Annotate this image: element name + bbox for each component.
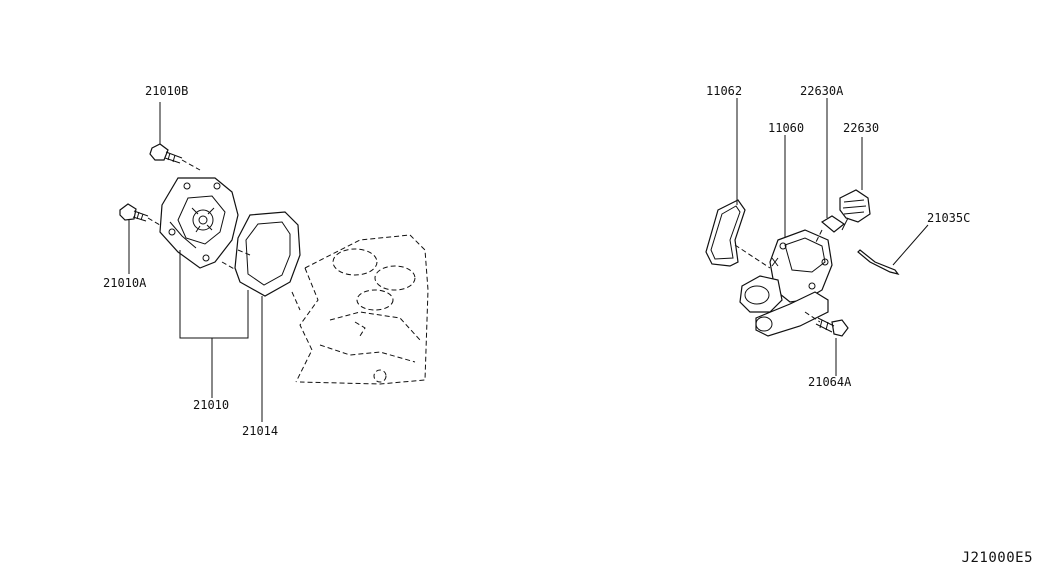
label-21014: 21014 bbox=[242, 424, 278, 438]
label-21010: 21010 bbox=[193, 398, 229, 412]
label-11062: 11062 bbox=[706, 84, 742, 98]
bolt-21010A bbox=[119, 203, 166, 229]
label-21010A: 21010A bbox=[103, 276, 147, 290]
gasket-21014 bbox=[221, 211, 301, 311]
engine-block-outline bbox=[295, 234, 429, 385]
sensor-22630 bbox=[839, 189, 871, 231]
bracket-21035C bbox=[857, 249, 900, 275]
water-pump-body bbox=[159, 177, 239, 269]
diagram-code: J21000E5 bbox=[961, 550, 1033, 566]
label-11060: 11060 bbox=[768, 121, 804, 135]
thermostat-housing-11060 bbox=[739, 229, 833, 337]
bolt-21010B bbox=[149, 143, 201, 171]
label-21064A: 21064A bbox=[808, 375, 852, 389]
leader-lines-right bbox=[736, 98, 929, 376]
label-22630A: 22630A bbox=[800, 84, 844, 98]
leader-lines-left bbox=[128, 102, 263, 422]
label-21035C: 21035C bbox=[927, 211, 970, 225]
bolt-21064A bbox=[804, 311, 849, 337]
label-21010B: 21010B bbox=[145, 84, 188, 98]
washer-22630A bbox=[815, 215, 846, 243]
label-22630: 22630 bbox=[843, 121, 879, 135]
o-ring-11062 bbox=[705, 199, 771, 269]
